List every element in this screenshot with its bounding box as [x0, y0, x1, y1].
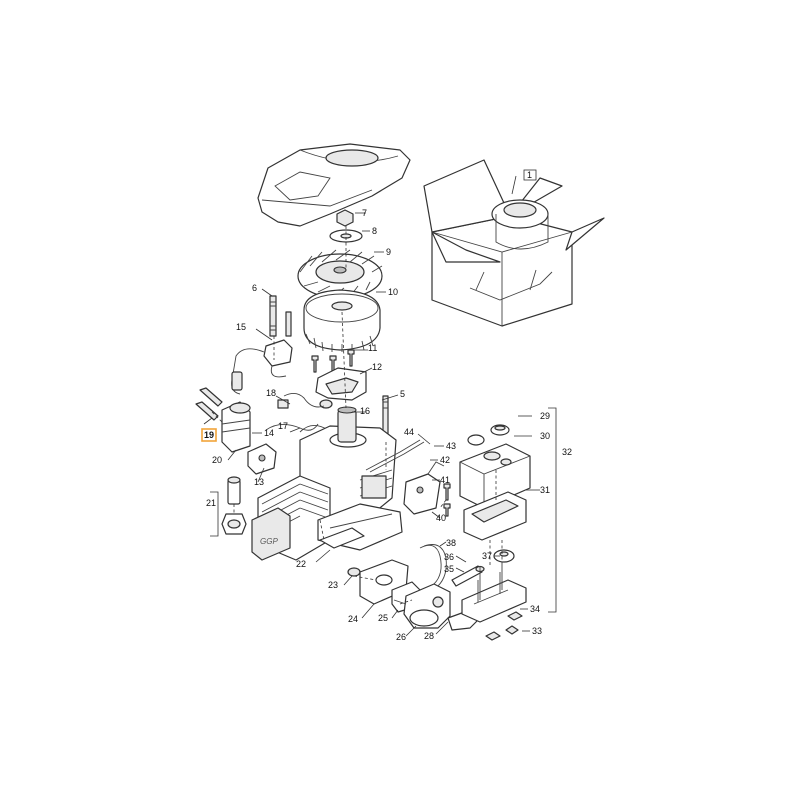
- callout-29: 29: [540, 411, 550, 421]
- gasket-22: [319, 527, 365, 549]
- fasteners-33: [485, 611, 523, 641]
- callout-5: 5: [400, 389, 405, 399]
- cooling-fan: [297, 249, 383, 299]
- callout-37: 37: [482, 551, 492, 561]
- engine-shroud: [257, 143, 411, 227]
- callout-28: 28: [424, 631, 434, 641]
- callout-23: 23: [328, 580, 338, 590]
- callout-33: 33: [532, 626, 542, 636]
- bolts-group-11: [311, 349, 355, 373]
- throttle-rod-44: [365, 439, 425, 473]
- callout-12: 12: [372, 362, 382, 372]
- pto-adapter-21: [221, 476, 247, 535]
- assembly-guides: [211, 226, 503, 605]
- fuel-hose-35: [451, 565, 485, 587]
- callout-31: 31: [540, 485, 550, 495]
- ignition-module-12: [315, 367, 367, 409]
- fuel-tank-30: [459, 443, 531, 509]
- governor-bracket-40: [403, 461, 445, 515]
- filter-base-34: [461, 560, 527, 623]
- callout-30: 30: [540, 431, 550, 441]
- air-filter-31: [463, 491, 527, 541]
- callout-32: 32: [562, 447, 572, 457]
- callout-24: 24: [348, 614, 358, 624]
- fuel-caps-29: [467, 424, 510, 446]
- callout-20: 20: [212, 455, 222, 465]
- ignition-coil-15: [231, 339, 293, 395]
- callout-14: 14: [264, 428, 274, 438]
- callout-1-box: [523, 169, 537, 181]
- callout-10: 10: [388, 287, 398, 297]
- fuel-hose-38: [419, 544, 447, 587]
- leader-lines: [203, 175, 540, 637]
- callout-35: 35: [444, 564, 454, 574]
- callout-22: 22: [296, 559, 306, 569]
- callout-41: 41: [440, 475, 450, 485]
- starter-motor-20: [221, 401, 251, 453]
- stud-bolt-6: [269, 295, 292, 337]
- callout-42: 42: [440, 455, 450, 465]
- screws-41: [443, 483, 451, 517]
- callout-38: 38: [446, 538, 456, 548]
- boxed-engine-1: [423, 159, 605, 327]
- callout-34: 34: [530, 604, 540, 614]
- engine-logo: GGP: [260, 537, 278, 546]
- callout-36: 36: [444, 552, 454, 562]
- callout-1: 1: [527, 170, 532, 180]
- washer-23: [347, 567, 361, 577]
- callout-19-highlight: [201, 428, 217, 442]
- callout-8: 8: [372, 226, 377, 236]
- callout-44: 44: [404, 427, 414, 437]
- callout-43: 43: [446, 441, 456, 451]
- callout-19: 19: [204, 430, 214, 440]
- callout-11: 11: [368, 343, 377, 353]
- filter-element-37: [493, 549, 515, 563]
- starter-bolts-19: [195, 387, 223, 421]
- callout-25: 25: [378, 613, 388, 623]
- engine-block: GGP: [251, 406, 403, 561]
- callout-7: 7: [362, 208, 367, 218]
- callout-labels: 1 7 8 9 10 6 15 11 12 18 5 16 17 14 19 2…: [201, 169, 572, 642]
- carburetor-26: [393, 583, 451, 629]
- callout-26: 26: [396, 632, 406, 642]
- callout-6: 6: [252, 283, 257, 293]
- callout-16: 16: [360, 406, 370, 416]
- callout-21: 21: [206, 498, 216, 508]
- rectifier-13: [247, 443, 277, 475]
- callout-40: 40: [436, 513, 446, 523]
- callout-15: 15: [236, 322, 246, 332]
- bracket-32: [548, 407, 557, 613]
- bracket-21: [210, 491, 219, 537]
- callout-13: 13: [254, 477, 264, 487]
- callout-18: 18: [266, 388, 276, 398]
- callout-9: 9: [386, 247, 391, 257]
- flywheel-nut: [336, 209, 354, 227]
- callout-17: 17: [278, 421, 288, 431]
